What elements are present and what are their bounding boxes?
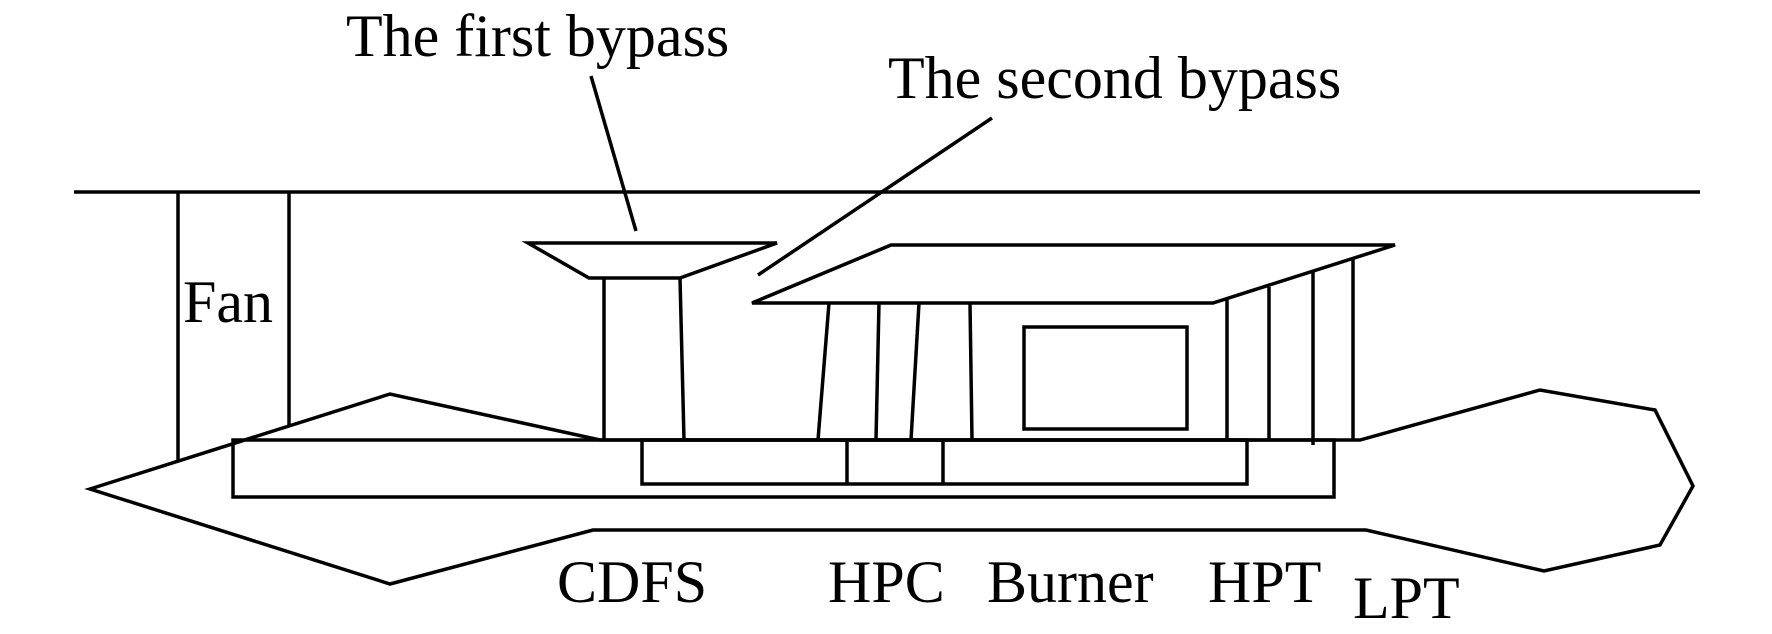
first-bypass-duct-top [521, 241, 778, 280]
burner-label: Burner [987, 549, 1154, 615]
hpc-blade-1 [816, 302, 831, 441]
first-bypass-leader [589, 75, 638, 232]
hpc-blade-3 [909, 302, 921, 441]
hpc-label: HPC [828, 549, 945, 615]
low-pressure-shaft [231, 438, 1336, 499]
hpc-blade-4 [968, 302, 974, 441]
second-bypass-leader [757, 116, 993, 277]
cdfs-blade-right [678, 277, 686, 441]
lpt-label: LPT [1353, 565, 1460, 631]
second-bypass-duct-top [751, 243, 1396, 305]
cdfs-label: CDFS [557, 549, 708, 615]
second-bypass-label: The second bypass [888, 45, 1342, 111]
first-bypass-label: The first bypass [346, 3, 730, 69]
hpt-label: HPT [1208, 549, 1322, 615]
fan-label: Fan [183, 269, 273, 335]
hpc-blade-2 [874, 302, 881, 441]
burner-chamber [1022, 325, 1189, 431]
